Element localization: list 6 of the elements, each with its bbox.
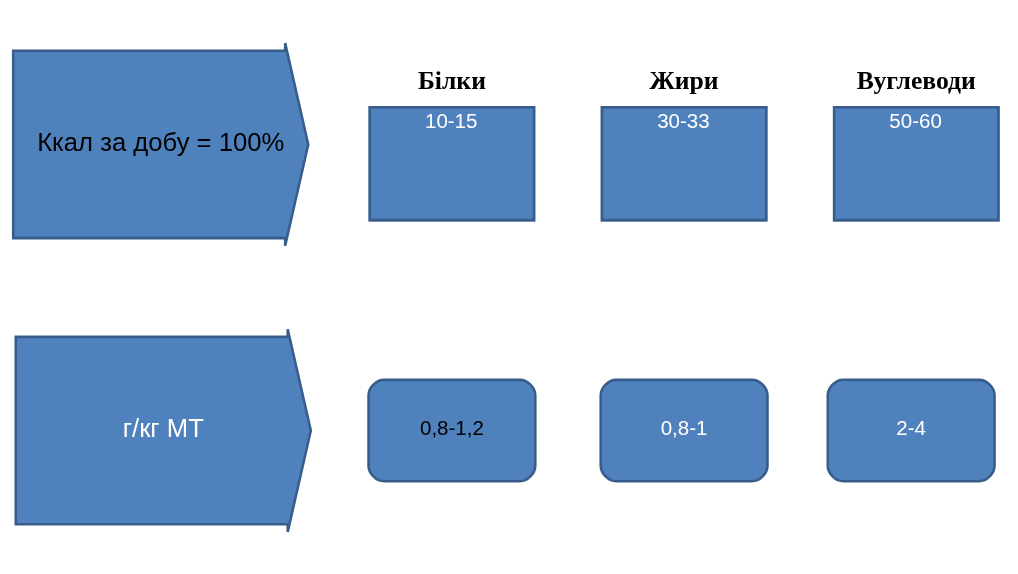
node-box: 2-4 — [826, 378, 996, 482]
node-label: Вуглеводи — [856, 65, 976, 95]
node-label: Білки — [417, 65, 486, 95]
node-box: 0,8-1,2 — [367, 378, 537, 482]
node-box: 0,8-1 — [599, 378, 769, 482]
node-label: Жири — [649, 65, 719, 95]
